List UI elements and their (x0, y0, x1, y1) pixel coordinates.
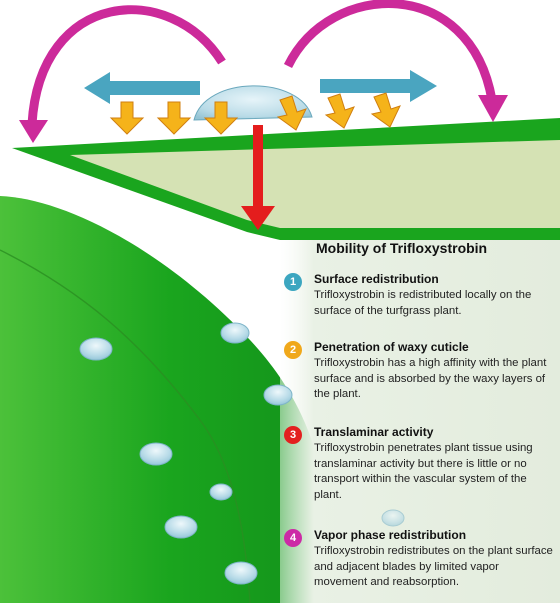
penetration-arrow (324, 93, 355, 129)
translaminar-arrow-shaft (253, 125, 263, 210)
droplet (263, 384, 293, 406)
droplet (139, 442, 173, 466)
info-panel-background (280, 228, 560, 603)
droplet (164, 515, 198, 539)
penetration-arrow (276, 95, 307, 131)
surface-arrow-left-shaft (108, 81, 200, 95)
step-description: Trifloxystrobin redistributes on the pla… (314, 545, 553, 589)
vapor-arrowhead-left (19, 120, 48, 143)
vapor-arrowhead-right (478, 95, 508, 122)
step-vapor-phase-redistribution: 4 Vapor phase redistribution Trifloxystr… (284, 528, 554, 591)
droplet (224, 561, 258, 585)
step-title: Translaminar activity (314, 425, 434, 439)
surface-arrow-right-shaft (320, 79, 412, 93)
info-panel: Mobility of Trifloxystrobin 1 Surface re… (280, 228, 560, 603)
step-description: Trifloxystrobin is redistributed locally… (314, 289, 532, 317)
vapor-arc-right (283, 0, 497, 101)
step-number-badge: 1 (284, 273, 302, 291)
step-translaminar-activity: 3 Translaminar activity Trifloxystrobin … (284, 425, 554, 503)
panel-title: Mobility of Trifloxystrobin (316, 240, 488, 256)
step-number-badge: 2 (284, 341, 302, 359)
penetration-arrow (109, 101, 145, 135)
step-number-badge: 3 (284, 426, 302, 444)
leaf-vein (0, 249, 251, 603)
step-title: Penetration of waxy cuticle (314, 340, 469, 354)
surface-arrow-right-head (410, 70, 437, 102)
droplet (381, 509, 405, 527)
translaminar-arrow-head (241, 206, 275, 230)
vapor-arc-left (27, 5, 226, 125)
droplet (79, 337, 113, 361)
step-title: Vapor phase redistribution (314, 528, 467, 542)
step-title: Surface redistribution (314, 272, 439, 286)
droplet (209, 483, 233, 501)
penetration-arrow (203, 101, 239, 135)
surface-arrow-left-head (84, 72, 110, 104)
step-number-badge: 4 (284, 529, 302, 547)
penetration-arrow (370, 92, 401, 128)
step-description: Trifloxystrobin has a high affinity with… (314, 357, 547, 401)
penetration-arrows (109, 92, 401, 135)
droplets (79, 322, 405, 585)
lower-leaf-blade (0, 196, 340, 603)
step-description: Trifloxystrobin penetrates plant tissue … (314, 442, 533, 501)
step-surface-redistribution: 1 Surface redistribution Trifloxystrobin… (284, 272, 554, 319)
step-penetration-waxy-cuticle: 2 Penetration of waxy cuticle Trifloxyst… (284, 340, 554, 403)
leaf-cross-section-inner (70, 140, 560, 228)
droplet (220, 322, 250, 344)
penetration-arrow (156, 101, 192, 135)
